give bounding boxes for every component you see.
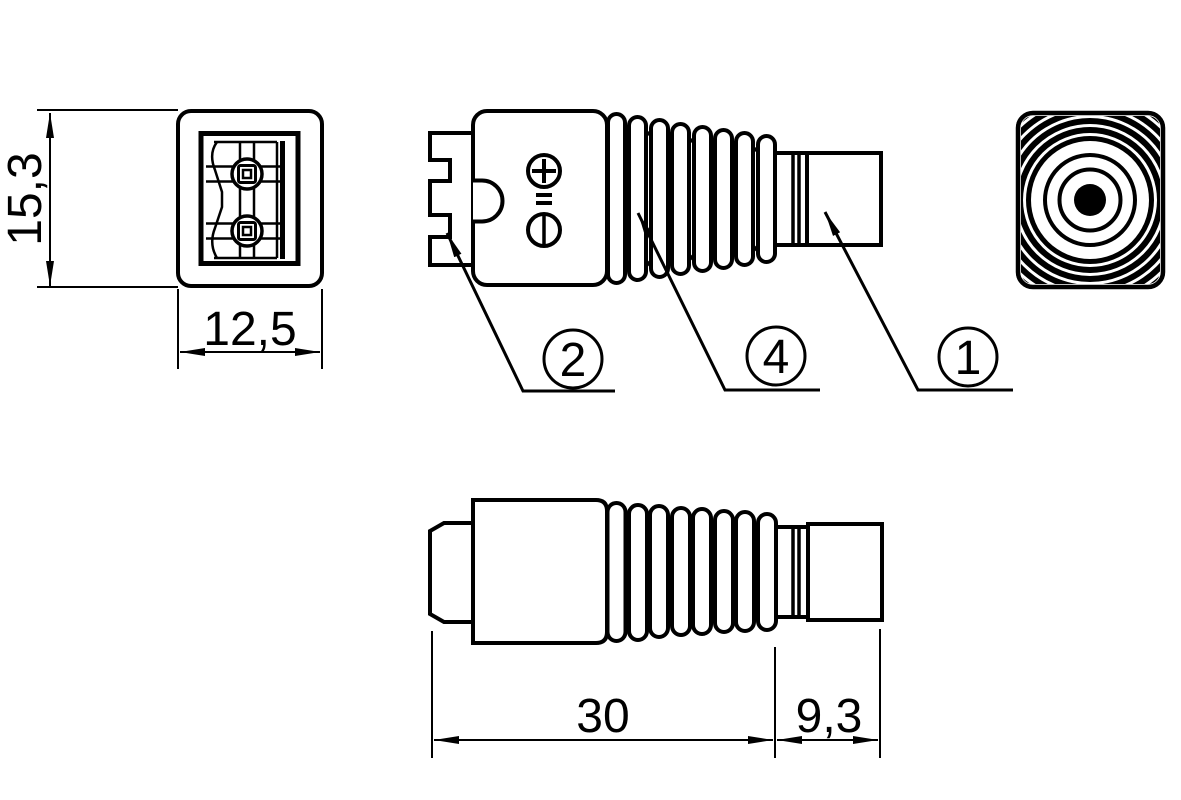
- terminal-screw-top: [230, 157, 264, 191]
- terminal-block-notched: [428, 131, 473, 267]
- callout-text-1: 1: [955, 332, 982, 385]
- polarity-marking: [526, 153, 562, 248]
- plug-barrel: [805, 151, 883, 247]
- strain-relief-ribs: [606, 112, 777, 285]
- rib: [734, 510, 756, 633]
- front-view: [37, 109, 324, 369]
- latch-bump: [473, 178, 505, 224]
- end-view: [1015, 110, 1166, 290]
- leader-line-1: [823, 211, 1013, 392]
- callout-balloon-4: [745, 325, 807, 387]
- dimension-text-height: 15,3: [0, 152, 52, 245]
- dimension-text-tip-length: 9,3: [796, 690, 863, 743]
- rib-rings: [1021, 116, 1160, 284]
- terminal-screw-bottom: [230, 214, 264, 248]
- dimension-text-body-length: 30: [576, 690, 629, 743]
- rib: [756, 134, 777, 264]
- plus-icon: [532, 159, 556, 183]
- end-view-outline: [1015, 110, 1166, 290]
- rib: [606, 112, 627, 285]
- dimension-lengths: [431, 629, 881, 758]
- rib: [670, 122, 691, 276]
- leader-line-4: [636, 212, 820, 392]
- terminal-cage: [206, 140, 281, 260]
- leader-line-2: [445, 232, 615, 393]
- rib: [692, 125, 713, 273]
- dimension-text-width: 12,5: [203, 303, 296, 356]
- side-view: [428, 109, 1013, 393]
- rib: [627, 503, 649, 642]
- terminal-block-top: [428, 521, 473, 624]
- callout-text-4: 4: [763, 331, 790, 384]
- rib: [627, 115, 648, 282]
- dimension-front-height: [37, 109, 178, 288]
- rib: [691, 507, 713, 636]
- barrel-ring-inner: [1057, 167, 1123, 233]
- rib: [605, 501, 628, 643]
- rib: [649, 118, 670, 279]
- rib: [648, 504, 670, 639]
- plus-in-circle-icon: [526, 153, 562, 189]
- callout-text-2: 2: [560, 334, 587, 387]
- cage-scalloped-edge: [211, 141, 224, 259]
- callout-balloon-1: [937, 326, 999, 388]
- barrel-ring-outer: [1043, 153, 1137, 247]
- rib: [756, 512, 778, 632]
- center-pin: [1074, 184, 1106, 216]
- rib: [713, 128, 734, 270]
- connector-body-top: [471, 498, 609, 645]
- plug-neck: [772, 151, 807, 247]
- callout-leaders: [445, 211, 1013, 393]
- strain-relief-ribs-bottom: [605, 501, 778, 643]
- rib: [670, 506, 692, 637]
- equals-icon: [536, 193, 552, 205]
- callout-balloon-2: [542, 328, 604, 390]
- dimension-front-width: [177, 289, 323, 369]
- bottom-view: [428, 498, 884, 758]
- rib: [713, 509, 735, 634]
- rib: [734, 131, 755, 267]
- plug-barrel-top: [806, 522, 884, 622]
